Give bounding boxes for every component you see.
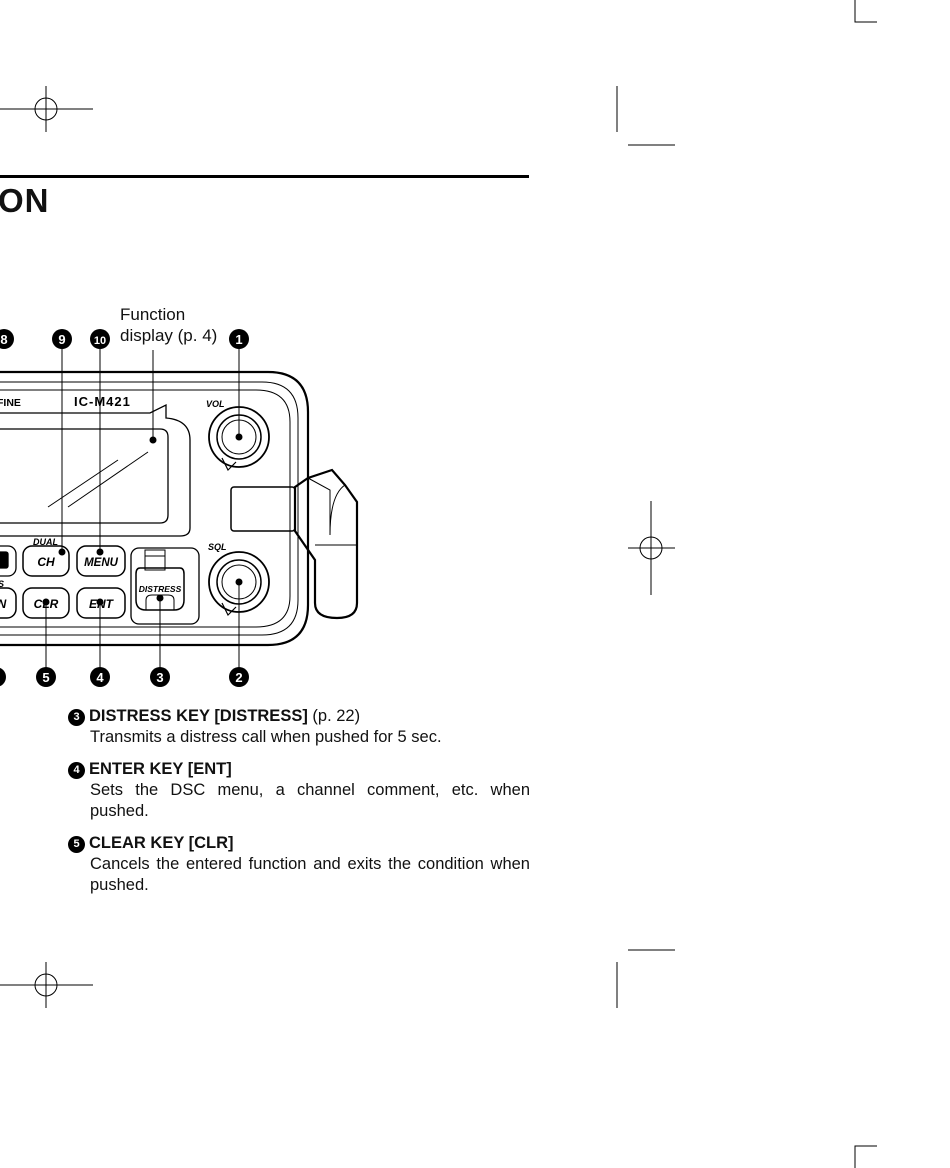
section-heading: ON bbox=[0, 182, 50, 219]
partial-key-bottom-left-frame[interactable] bbox=[0, 587, 17, 619]
description-number: 5 bbox=[68, 836, 85, 853]
description-number: 4 bbox=[68, 762, 85, 779]
registration-target-top-left bbox=[0, 86, 93, 132]
callout-number-9: 9 bbox=[58, 332, 65, 347]
function-display-label-line2: display (p. 4) bbox=[120, 326, 218, 345]
description-ref: (p. 22) bbox=[307, 707, 361, 725]
description-body: Transmits a distress call when pushed fo… bbox=[90, 728, 442, 746]
partial-s-label: S bbox=[0, 579, 4, 589]
callout-number-4: 4 bbox=[96, 670, 104, 685]
section-rule bbox=[0, 175, 529, 178]
distress-key-label[interactable]: DISTRESS bbox=[139, 584, 182, 594]
ent-key-frame[interactable] bbox=[76, 587, 126, 619]
callout-number-8: 8 bbox=[0, 332, 7, 347]
dual-label: DUAL bbox=[33, 537, 58, 547]
registration-target-right bbox=[628, 501, 675, 595]
callout-number-5: 5 bbox=[42, 670, 49, 685]
function-display-label-line1: Function bbox=[120, 305, 186, 324]
ch-key-frame[interactable] bbox=[22, 545, 70, 577]
clr-key-label[interactable]: CLR bbox=[34, 597, 59, 611]
callout-dots bbox=[42, 433, 243, 606]
description-number: 3 bbox=[68, 709, 85, 726]
callout-number-10: 10 bbox=[94, 335, 106, 347]
description-title: CLEAR KEY [CLR] bbox=[89, 834, 234, 852]
registration-target-bottom-left bbox=[0, 962, 93, 1008]
sql-label: SQL bbox=[208, 542, 227, 552]
menu-key-frame[interactable] bbox=[76, 545, 126, 577]
radio-front-panel bbox=[0, 370, 359, 647]
crop-marks bbox=[616, 0, 877, 1168]
vol-label: VOL bbox=[206, 399, 225, 409]
callout-number-3: 3 bbox=[156, 670, 163, 685]
function-display-callout-label: Function display (p. 4) bbox=[120, 304, 217, 346]
partial-key-top-left[interactable] bbox=[0, 545, 17, 577]
callout-bubbles bbox=[0, 329, 249, 687]
ent-key-label[interactable]: ENT bbox=[89, 597, 115, 611]
ch-key-label[interactable]: CH bbox=[37, 555, 55, 569]
callout-number-2: 2 bbox=[235, 670, 242, 685]
description-title: DISTRESS KEY [DISTRESS] bbox=[89, 707, 308, 725]
brand-partial-label: FINE bbox=[0, 397, 21, 409]
callout-leaders bbox=[45, 348, 240, 668]
model-name-label: IC-M421 bbox=[74, 394, 131, 409]
description-title: ENTER KEY [ENT] bbox=[89, 760, 232, 778]
partial-left-key-label[interactable]: N bbox=[0, 597, 7, 611]
menu-key-label[interactable]: MENU bbox=[84, 557, 119, 569]
callout-number-1: 1 bbox=[235, 332, 242, 347]
description-body: Sets the DSC menu, a channel comment, et… bbox=[90, 781, 530, 820]
description-body: Cancels the entered function and exits t… bbox=[90, 855, 530, 894]
